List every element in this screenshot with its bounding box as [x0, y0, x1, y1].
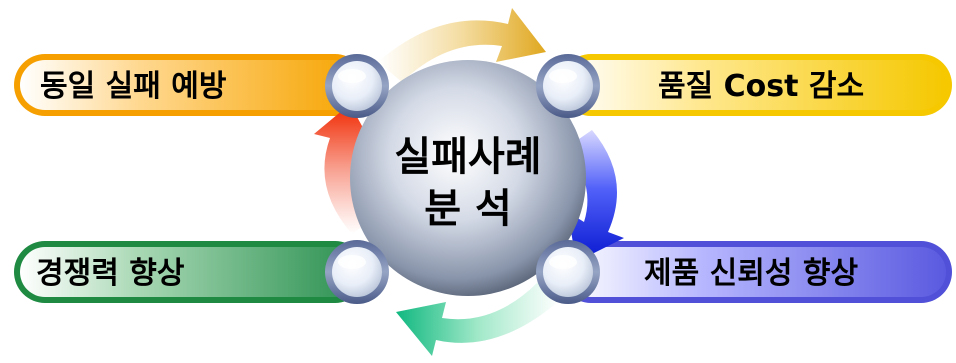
- pill-top-right: 품질 Cost 감소: [560, 54, 952, 116]
- node-top-right: [536, 54, 600, 118]
- pill-top-left: 동일 실패 예방: [14, 54, 366, 116]
- arrow-top: [378, 8, 546, 82]
- node-bottom-left: [325, 240, 389, 304]
- node-bottom-right: [536, 240, 600, 304]
- node-top-left: [325, 54, 389, 118]
- label-top-left: 동일 실패 예방: [40, 69, 227, 104]
- arrow-bottom: [396, 282, 560, 356]
- center-title-line1: 실패사례: [394, 134, 541, 180]
- center-title-line2: 분 석: [424, 186, 512, 232]
- center-disc: [350, 60, 586, 296]
- pill-bottom-right: 제품 신뢰성 향상: [560, 241, 952, 303]
- label-bottom-left: 경쟁력 향상: [36, 256, 185, 291]
- label-bottom-right: 제품 신뢰성 향상: [644, 256, 858, 291]
- label-top-right: 품질 Cost 감소: [658, 69, 864, 104]
- pill-bottom-left: 경쟁력 향상: [14, 241, 366, 303]
